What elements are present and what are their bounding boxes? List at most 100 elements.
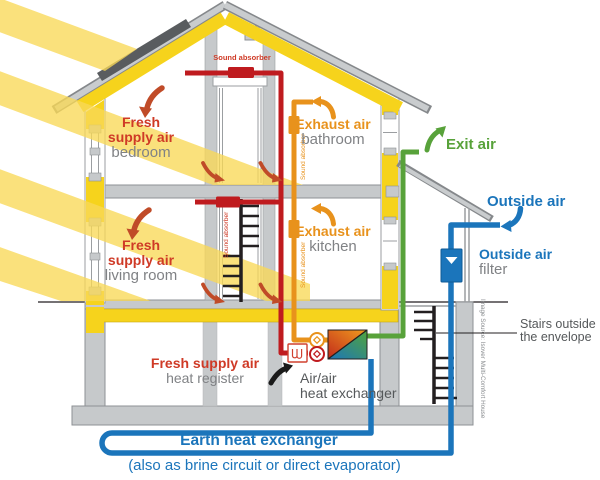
outside-filter-sub: filter	[479, 260, 508, 278]
exhaust-arrows	[311, 96, 336, 227]
heat-register-main: Fresh supply air	[150, 355, 260, 371]
supply-bedroom-main: Fresh supply air	[107, 114, 175, 145]
airflow-arrowhead	[272, 294, 283, 304]
fan-icon	[312, 349, 322, 359]
supply-arrow	[131, 207, 152, 233]
label-exhaust-kitchen: Exhaust air kitchen	[293, 224, 373, 255]
heat-register-unit	[287, 343, 308, 363]
outside-air-pipe	[99, 222, 500, 456]
black-arrowhead	[283, 362, 293, 374]
sound-absorber-block	[288, 220, 300, 238]
label-exhaust-bathroom: Exhaust air bathroom	[293, 117, 373, 148]
stair-treads	[223, 204, 259, 298]
exit-arrowhead	[435, 126, 446, 138]
label-outside-air: Outside air	[487, 193, 566, 210]
exhaust-arrow	[318, 99, 336, 120]
supply-arrowhead	[139, 106, 152, 118]
sound-absorber-block	[288, 116, 300, 134]
exhaust-arrow	[318, 206, 336, 227]
sun-ray	[0, 247, 151, 301]
outside-arrowhead	[500, 220, 512, 232]
floor-insulation-corner	[86, 307, 104, 333]
sun-rays	[0, 0, 310, 301]
roof-left-insulation	[76, 12, 228, 113]
window-cap	[383, 147, 397, 156]
supply-arrows	[126, 85, 283, 304]
exhaust-arrowhead	[311, 203, 321, 214]
heat-register-sub: heat register	[166, 369, 244, 386]
air-air-heat-exchanger-unit	[327, 329, 368, 360]
supply-arrow	[144, 85, 165, 111]
label-heat-register: Fresh supply air heat register	[140, 356, 270, 386]
air-hx-line1: Air/air	[300, 370, 337, 386]
porch-outer-wall	[455, 301, 474, 407]
sound-absorber-block	[228, 67, 254, 78]
window-cap	[383, 111, 397, 120]
label-stairs-outside: Stairs outside the envelope	[520, 317, 600, 345]
stairs-note-line1: Stairs outside	[520, 317, 596, 331]
attic-stud	[262, 41, 276, 186]
label-supply-bedroom: Fresh supply air bedroom	[101, 115, 181, 161]
label-sound-absorber-top: Sound absorber	[213, 53, 271, 62]
window-cap	[383, 216, 397, 225]
label-outside-filter: Outside air filter	[479, 247, 574, 278]
fan-icon	[312, 335, 322, 345]
porch	[396, 159, 494, 302]
exhaust-arrowhead	[311, 96, 321, 107]
sun-ray	[0, 71, 303, 185]
label-exit-air: Exit air	[446, 136, 497, 153]
outside-air-filter-unit	[440, 248, 463, 283]
exhaust-fan	[309, 332, 325, 348]
window-cap	[383, 262, 397, 271]
sound-absorber-vertical-label: Sound absorber	[223, 211, 230, 258]
image-credit: Image Source: Isover Multi-Comfort House	[479, 299, 486, 419]
attic-interior	[204, 25, 276, 186]
sound-absorber-block	[216, 196, 240, 208]
exhaust-kitchen-main: Exhaust air	[295, 223, 371, 239]
exhaust-bathroom-room: bathroom	[301, 130, 365, 148]
interior-staircase	[223, 199, 259, 302]
exhaust-kitchen-room: kitchen	[309, 237, 357, 255]
airflow-arrowhead	[214, 294, 225, 304]
supply-arrowhead	[126, 228, 140, 240]
exit-air-pipe	[367, 149, 419, 339]
airflow-arrowhead	[272, 173, 283, 183]
supply-living-main: Fresh supply air	[107, 237, 175, 268]
airflow-arrowhead	[214, 173, 225, 183]
window-cap	[89, 252, 101, 261]
register-pointer-arrow	[268, 362, 293, 386]
exhaust-bathroom-main: Exhaust air	[295, 116, 371, 132]
sound-absorber-vertical-label: Sound absorber	[300, 133, 307, 180]
collar-beam	[212, 76, 268, 87]
label-air-heat-exchanger: Air/air heat exchanger	[300, 371, 420, 401]
window-cap	[88, 172, 102, 182]
filter-triangle-icon	[445, 257, 458, 264]
supply-fan	[309, 346, 325, 362]
floor-insulation	[87, 308, 399, 323]
upper-floor-slab	[99, 184, 397, 199]
register-coil-icon	[291, 349, 303, 359]
supply-bedroom-room: bedroom	[111, 143, 171, 161]
black-arrow-curve	[268, 366, 288, 386]
slab-tab	[385, 185, 400, 198]
porch-roof-deck	[398, 163, 492, 220]
outside-filter-main: Outside air	[479, 246, 553, 262]
air-hx-line2: heat exchanger	[300, 384, 397, 401]
basement-floor-slab	[71, 405, 474, 426]
sun-ray	[0, 169, 310, 301]
solar-panel	[97, 19, 191, 81]
exit-arrow-curve	[424, 128, 442, 153]
sound-absorber-vertical-label: Sound absorber	[300, 241, 307, 288]
label-earth-note: (also as brine circuit or direct evapora…	[128, 457, 401, 474]
right-wall	[380, 99, 400, 311]
outside-air-arrow	[500, 205, 524, 232]
stairs-note-line2: the envelope	[520, 330, 592, 345]
supply-living-room: living room	[104, 266, 178, 284]
outside-arrow-curve	[506, 205, 524, 228]
wall-insulation-block	[382, 266, 398, 309]
label-earth-heat-exchanger: Earth heat exchanger	[180, 432, 338, 449]
roof	[51, 0, 433, 115]
roof-right-insulation	[223, 12, 403, 114]
